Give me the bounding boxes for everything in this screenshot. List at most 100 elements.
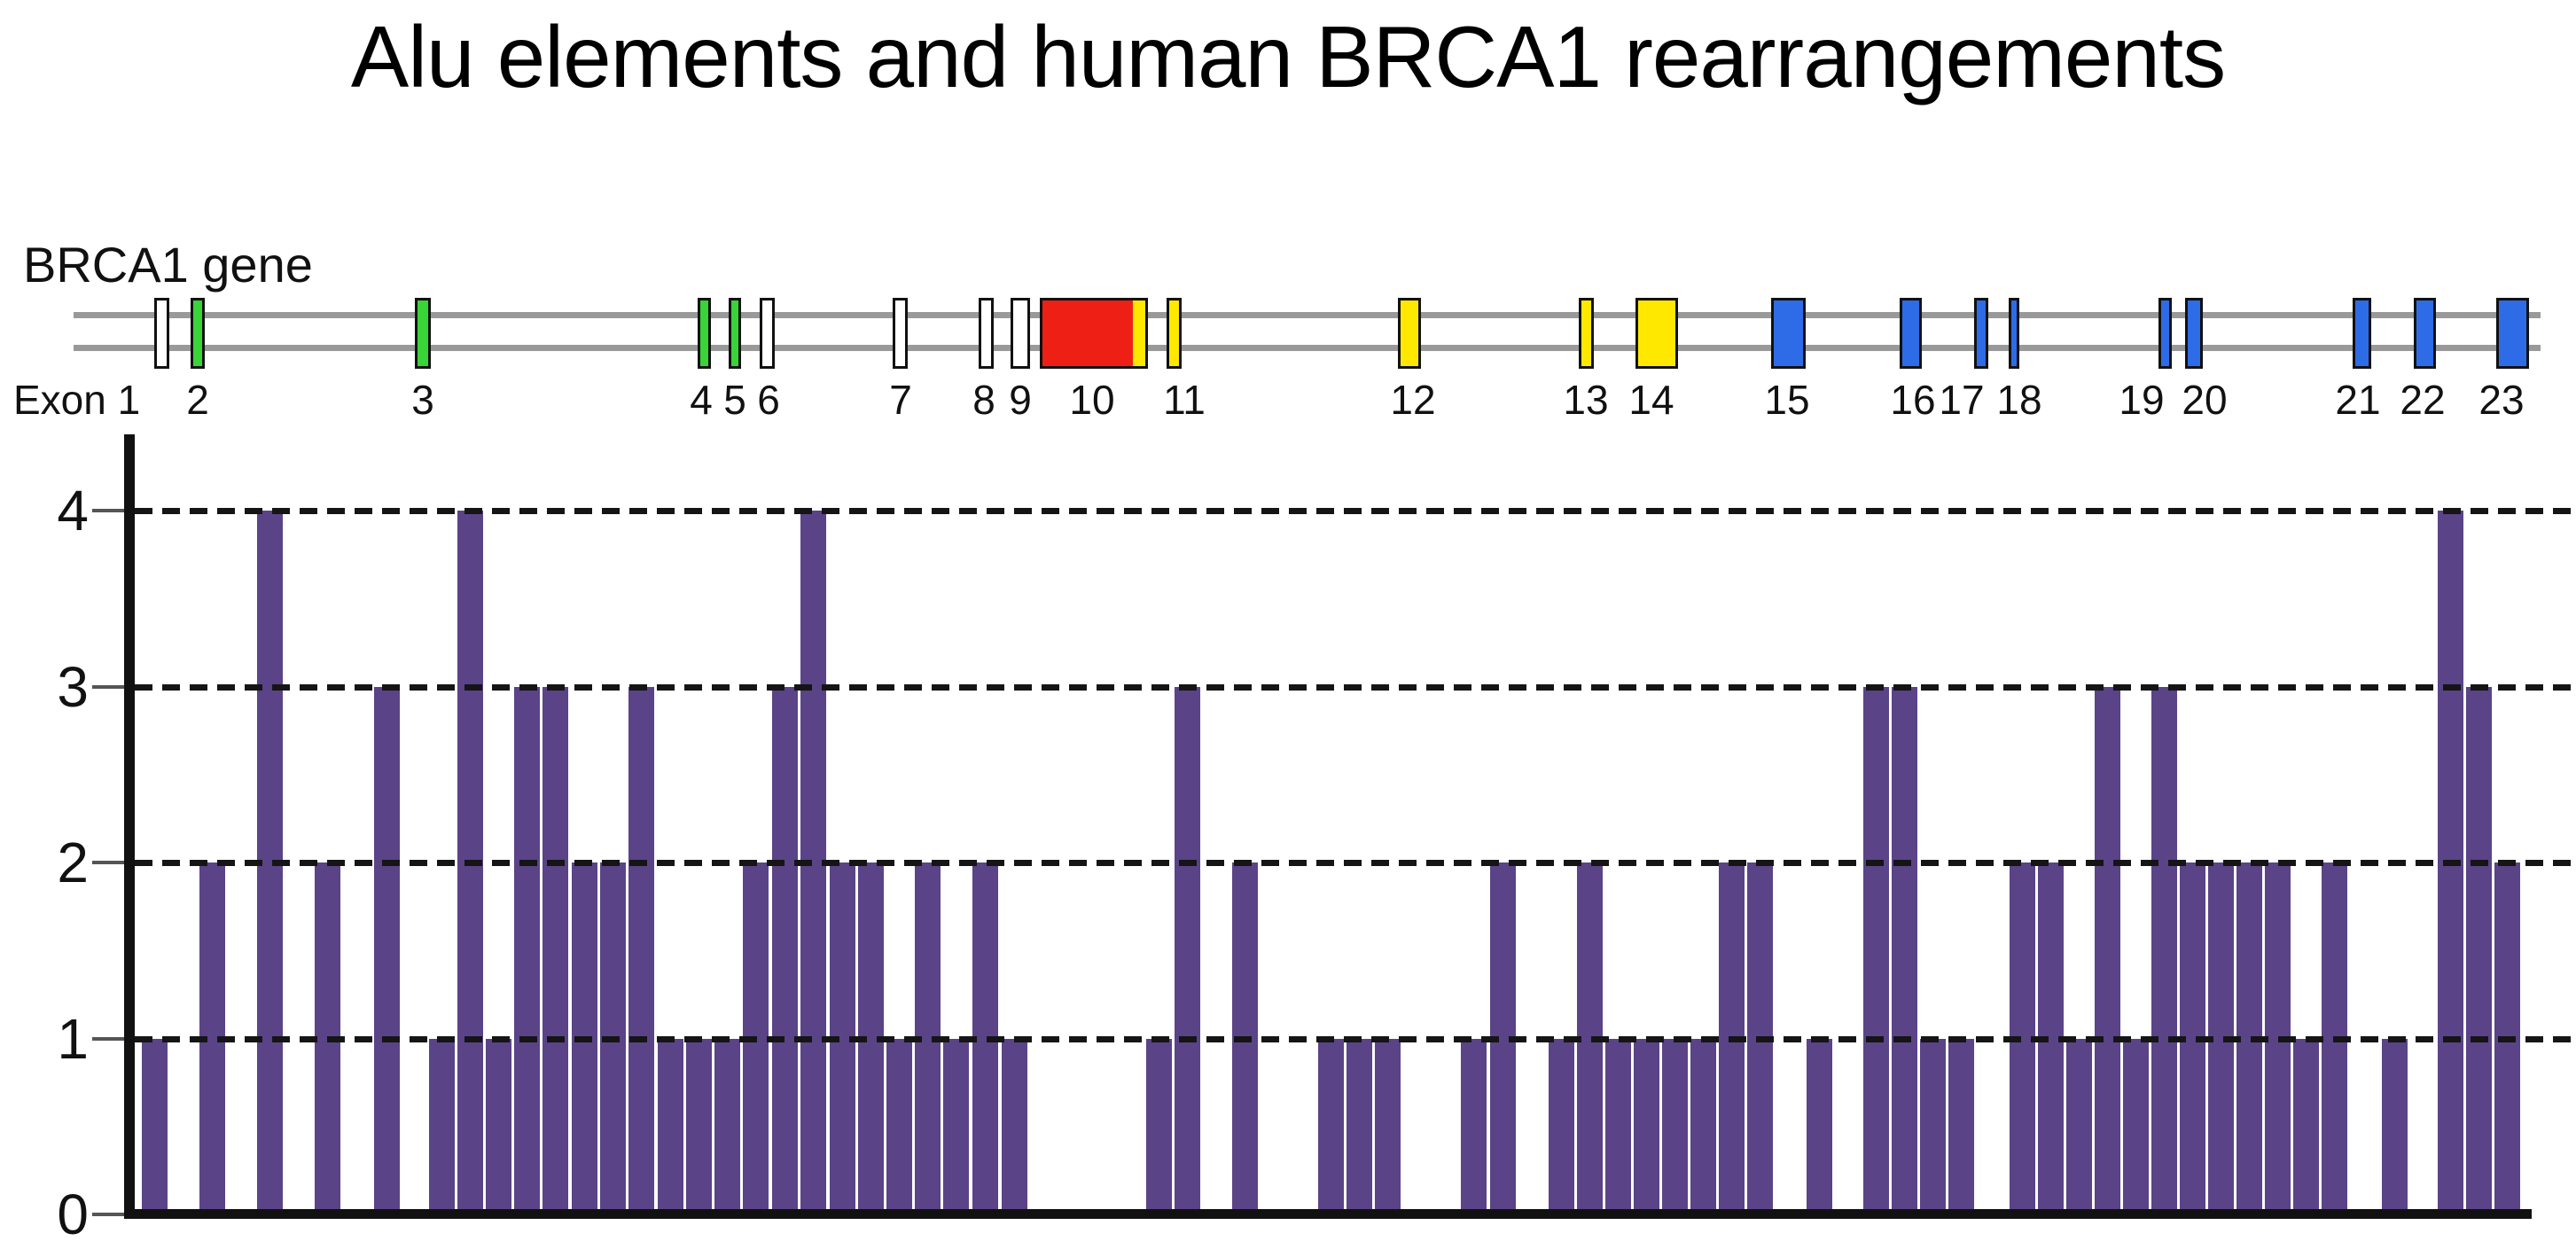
exon-7-box xyxy=(893,298,908,369)
exon-label-5: 5 xyxy=(723,377,746,423)
exon-5-box xyxy=(729,298,741,369)
bar-30 xyxy=(1318,1038,1344,1214)
bar-27 xyxy=(1146,1038,1172,1214)
bar-43 xyxy=(1807,1038,1832,1214)
exon-label-14: 14 xyxy=(1628,377,1674,423)
bar-33 xyxy=(1461,1038,1487,1214)
gene-diagram-label: BRCA1 gene xyxy=(23,237,313,293)
ytick-label-2: 2 xyxy=(57,831,89,894)
exon-2-box xyxy=(191,298,205,369)
ytick-0 xyxy=(92,1213,129,1216)
bar-18 xyxy=(772,686,798,1214)
exon-label-6: 6 xyxy=(757,377,780,423)
exon-label-10: 10 xyxy=(1069,377,1115,423)
exon-8-box xyxy=(979,298,994,369)
bar-60 xyxy=(2382,1038,2408,1214)
bar-37 xyxy=(1605,1038,1631,1214)
exon-9-box xyxy=(1011,298,1030,369)
bar-44 xyxy=(1863,686,1889,1214)
exon-label-15: 15 xyxy=(1764,377,1810,423)
gridline-y2 xyxy=(135,860,2576,866)
gene-track-line-top xyxy=(74,312,2541,318)
exon-label-19: 19 xyxy=(2119,377,2165,423)
exon-10-box xyxy=(1040,298,1148,369)
bar-14 xyxy=(658,1038,683,1214)
gridline-y4 xyxy=(135,508,2576,514)
exon-21-box xyxy=(2353,298,2371,369)
ytick-label-3: 3 xyxy=(57,654,89,719)
bar-47 xyxy=(1948,1038,1974,1214)
bar-35 xyxy=(1549,1038,1574,1214)
bar-50 xyxy=(2066,1038,2092,1214)
exon-label-7: 7 xyxy=(889,377,912,423)
exon-label-11: 11 xyxy=(1163,377,1206,423)
exon-label-22: 22 xyxy=(2400,377,2446,423)
bar-5 xyxy=(374,686,400,1214)
gridline-y3 xyxy=(135,683,2576,691)
chart-y-axis-line xyxy=(124,434,135,1219)
exon-label-23: 23 xyxy=(2478,377,2525,423)
exon-label-17: 17 xyxy=(1939,377,1985,423)
exon-18-box xyxy=(2009,298,2019,369)
exon-3-box xyxy=(415,298,431,369)
bar-38 xyxy=(1634,1038,1659,1214)
bar-46 xyxy=(1920,1038,1946,1214)
ytick-label-4: 4 xyxy=(57,479,89,542)
bar-53 xyxy=(2151,686,2177,1214)
exon-label-12: 12 xyxy=(1390,377,1436,423)
exon-13-box xyxy=(1579,298,1594,369)
bar-31 xyxy=(1347,1038,1372,1214)
bar-62 xyxy=(2466,686,2492,1214)
ytick-label-0: 0 xyxy=(57,1182,89,1241)
exon-14-box xyxy=(1635,298,1678,369)
gene-track-line-bottom xyxy=(74,345,2541,351)
exon-17-box xyxy=(1974,298,1988,369)
exon-label-18: 18 xyxy=(1996,377,2042,423)
bar-32 xyxy=(1375,1038,1401,1214)
bar-22 xyxy=(886,1038,912,1214)
gridline-y1 xyxy=(135,1035,2576,1042)
exon-label-exon-1: Exon 1 xyxy=(13,377,141,423)
exon-label-9: 9 xyxy=(1009,377,1032,423)
exon-1-box xyxy=(154,298,169,369)
bar-9 xyxy=(514,686,540,1214)
exon-label-20: 20 xyxy=(2182,377,2228,423)
ytick-2 xyxy=(92,861,129,864)
bar-39 xyxy=(1662,1038,1688,1214)
bar-1 xyxy=(142,1038,168,1214)
bar-10 xyxy=(543,686,568,1214)
bar-45 xyxy=(1892,686,1917,1214)
exon-label-3: 3 xyxy=(411,377,434,423)
figure-title: Alu elements and human BRCA1 rearrangeme… xyxy=(350,8,2226,105)
ytick-3 xyxy=(92,684,129,689)
exon-12-box xyxy=(1398,298,1421,369)
ytick-1 xyxy=(92,1036,129,1041)
exon-15-box xyxy=(1771,298,1806,369)
bar-52 xyxy=(2123,1038,2149,1214)
ytick-4 xyxy=(92,509,129,512)
exon-22-box xyxy=(2414,298,2436,369)
bar-40 xyxy=(1690,1038,1716,1214)
bar-58 xyxy=(2293,1038,2319,1214)
bar-8 xyxy=(486,1038,511,1214)
bar-6 xyxy=(429,1038,455,1214)
exon-11-box xyxy=(1167,298,1182,369)
exon-label-13: 13 xyxy=(1563,377,1609,423)
bar-24 xyxy=(943,1038,969,1214)
ytick-label-1: 1 xyxy=(57,1006,89,1071)
bar-51 xyxy=(2095,686,2120,1214)
exon-label-21: 21 xyxy=(2335,377,2381,423)
bar-15 xyxy=(686,1038,712,1214)
chart-x-axis-line xyxy=(124,1209,2532,1219)
exon-19-box xyxy=(2158,298,2172,369)
exon-label-8: 8 xyxy=(972,377,995,423)
exon-20-box xyxy=(2185,298,2203,369)
exon-label-4: 4 xyxy=(690,377,713,423)
bar-13 xyxy=(628,686,654,1214)
exon-4-box xyxy=(698,298,711,369)
bar-28 xyxy=(1175,686,1200,1214)
bar-16 xyxy=(714,1038,740,1214)
exon-16-box xyxy=(1900,298,1922,369)
exon-label-2: 2 xyxy=(186,377,209,423)
